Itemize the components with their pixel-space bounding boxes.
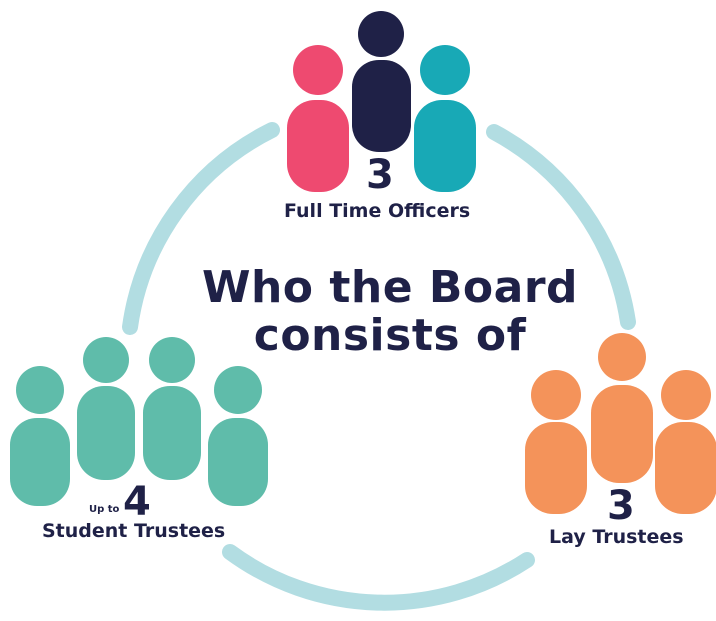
students-label: Student Trustees — [42, 520, 226, 542]
lay-label: Lay Trustees — [549, 526, 684, 548]
person-icon — [208, 366, 268, 506]
count-backdrop — [598, 483, 646, 525]
person-icon — [10, 366, 70, 506]
ring-arc-top-left — [122, 122, 280, 335]
students-count-prefix: Up to — [89, 504, 120, 515]
count-backdrop — [80, 482, 160, 518]
ring-arc-top-right — [486, 124, 636, 330]
officers-label: Full Time Officers — [284, 200, 471, 222]
ring-arc-bottom — [222, 544, 535, 611]
diagram-title-line-2: consists of — [253, 310, 527, 361]
officers-count: 3 — [366, 152, 394, 198]
cycle-ring — [122, 122, 636, 611]
person-icon — [414, 45, 476, 192]
person-icon — [525, 370, 587, 514]
officers-people-icon-group — [287, 11, 476, 194]
lay-people-icon-group — [525, 333, 716, 525]
person-icon — [77, 337, 135, 480]
lay-count: 3 — [607, 483, 635, 529]
person-icon — [655, 370, 716, 514]
person-icon — [591, 333, 653, 483]
person-icon — [352, 11, 411, 152]
person-icon — [287, 45, 349, 192]
count-backdrop — [358, 152, 404, 194]
students-count: 4 — [123, 479, 151, 525]
diagram-title-line-1: Who the Board — [201, 262, 579, 313]
person-icon — [143, 337, 201, 480]
students-people-icon-group — [10, 337, 268, 518]
